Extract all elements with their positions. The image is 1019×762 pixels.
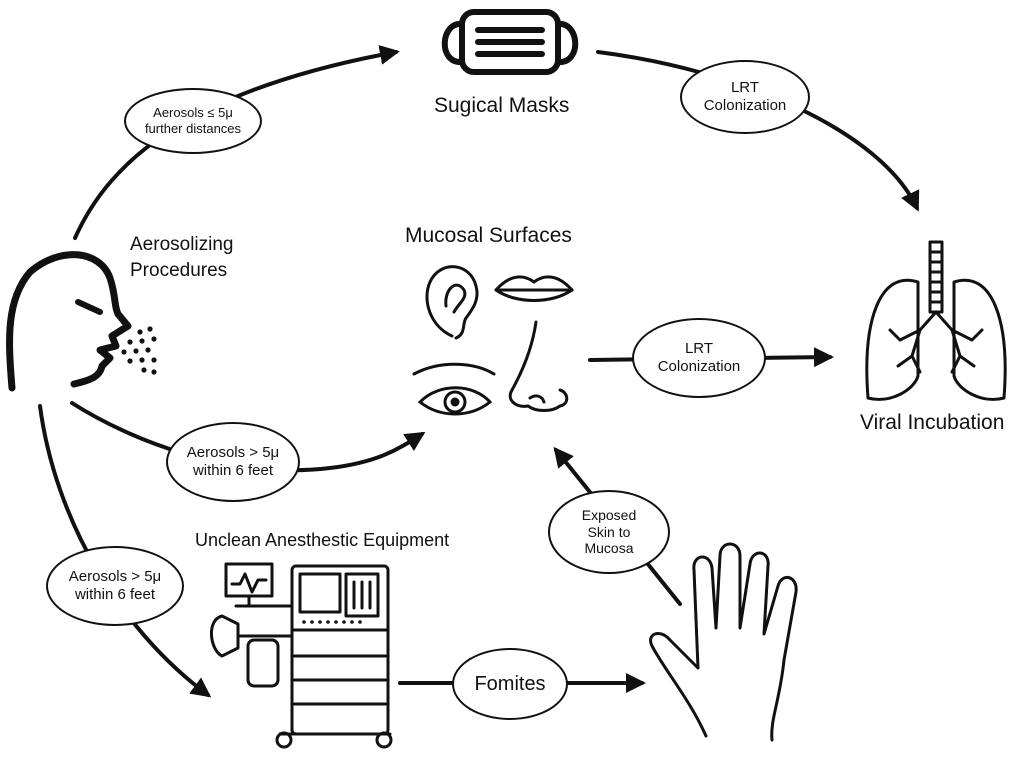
viral-incubation-label: Viral Incubation <box>860 411 1005 434</box>
person-coughing-icon <box>6 251 132 392</box>
surgical-masks-label: Sugical Masks <box>434 94 570 117</box>
machine-panel-dots <box>302 620 362 624</box>
surgical-mask-icon <box>441 9 579 75</box>
fomites-bubble: Fomites <box>452 648 568 720</box>
hand-icon <box>649 542 798 742</box>
nose-icon <box>508 320 569 412</box>
eye-icon <box>412 362 496 416</box>
lips-icon <box>494 275 574 302</box>
ear-icon <box>425 265 479 340</box>
mucosal-surfaces-label: Mucosal Surfaces <box>405 224 572 247</box>
anesthetic-equipment-label: Unclean Anesthestic Equipment <box>195 530 450 550</box>
aerosolizing-procedures-label: Aerosolizing Procedures <box>130 234 234 281</box>
anesthesia-machine-icon <box>210 562 393 749</box>
lungs-icon <box>865 240 1007 401</box>
aerosol-droplets-icon <box>121 326 157 375</box>
